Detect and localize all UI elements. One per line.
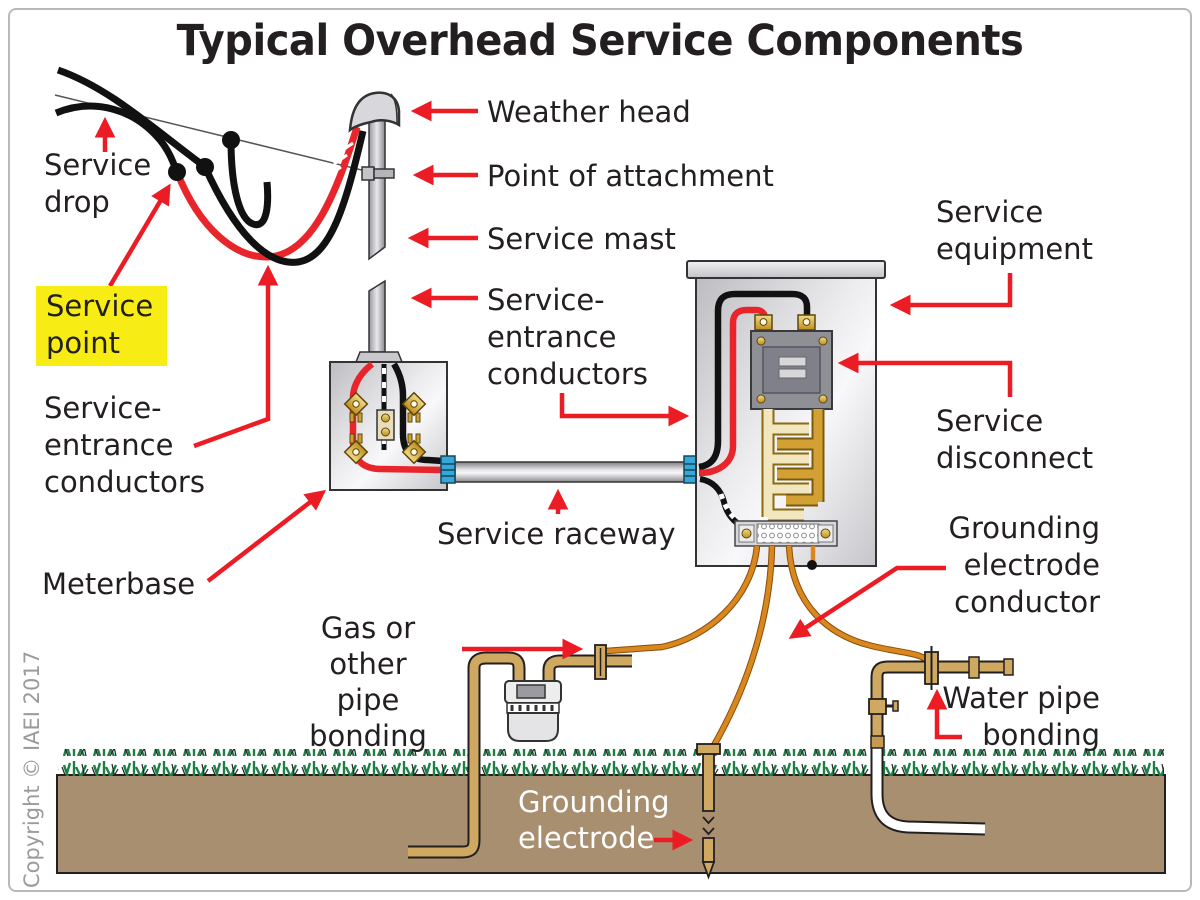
water-valve (868, 698, 887, 715)
copper-to-water-pipe (786, 545, 933, 666)
arrow-service-disconnect (837, 352, 1013, 397)
grounding-electrode-conductors (605, 545, 934, 749)
copyright-text: Copyright © IAEI 2017 (20, 650, 44, 888)
splice-dot (222, 131, 240, 149)
service-point-highlight: Service point (36, 286, 168, 366)
service-equipment-panel (686, 260, 886, 570)
mast-hub (354, 351, 404, 363)
meterbase-box (329, 361, 448, 491)
neutral-stripe-marks (327, 141, 354, 178)
label-service-drop: Service drop (44, 148, 152, 219)
valve-stem (892, 700, 899, 712)
screw (818, 336, 828, 346)
screw (756, 394, 766, 404)
service-raceway-conduit (440, 455, 699, 484)
neutral-drip-loop (227, 139, 272, 229)
screw (381, 413, 390, 423)
pipe-coupling (870, 735, 885, 749)
copper-to-gas-pipe (605, 545, 760, 654)
label-grounding-electrode: Grounding electrode (518, 785, 670, 855)
label-meterbase: Meterbase (42, 567, 196, 601)
disconnect-handle (778, 356, 807, 367)
rod-break-marks (702, 816, 715, 836)
label-service-raceway: Service raceway (437, 517, 676, 551)
utility-wire-2 (54, 102, 181, 174)
arrow-water-bonding (926, 688, 962, 740)
gas-meter-body (507, 712, 559, 742)
disconnect-handle (778, 368, 807, 379)
gas-pipe-assembly (408, 644, 632, 859)
arrow-service-point (108, 183, 171, 288)
label-service-disconnect: Service disconnect (936, 404, 1094, 475)
attachment-clamp (361, 166, 375, 181)
weather-head (348, 91, 401, 133)
service-drop-wires (54, 66, 387, 266)
label-water-bonding: Water pipe bonding (942, 681, 1100, 752)
gas-meter-display (516, 684, 546, 699)
mast-lower (368, 279, 386, 353)
grass (58, 749, 1164, 776)
arrow-service-equipment (889, 273, 1013, 316)
rod-clamp (696, 743, 721, 755)
label-point-of-attachment: Point of attachment (487, 159, 774, 193)
label-gec: Grounding electrode conductor (948, 511, 1100, 619)
splice-dot (196, 158, 214, 176)
panel-cap (686, 260, 886, 279)
callout-arrows (94, 100, 1013, 851)
rod-upper (702, 752, 715, 812)
water-pipe-white (872, 744, 986, 834)
busbars (761, 409, 825, 522)
label-service-equipment: Service equipment (936, 195, 1093, 266)
gas-pipe (408, 653, 632, 857)
arrow-meterbase (206, 489, 327, 583)
screw (820, 528, 831, 539)
service-mast (348, 91, 404, 363)
rod-tip (701, 861, 716, 880)
label-service-point: Service point (46, 289, 154, 360)
black-conductor (201, 130, 367, 266)
wire-end-dot (807, 560, 817, 570)
label-weather-head: Weather head (487, 95, 691, 129)
pipe-end (1003, 658, 1014, 676)
rod-lower (702, 837, 715, 863)
screw (381, 427, 390, 437)
arrow-se-conductors-left (193, 264, 279, 449)
utility-wire-1 (56, 66, 207, 169)
copper-to-ground-rod (711, 545, 775, 749)
panel-black-wire (698, 290, 811, 471)
arrow-gec (788, 565, 946, 639)
splice-dot (168, 163, 186, 181)
panel-red-wire (698, 306, 769, 477)
grounding-electrode-rod (696, 743, 721, 880)
label-service-mast: Service mast (487, 222, 676, 256)
label-se-conductors-center: Service- entrance conductors (487, 283, 648, 391)
screw (818, 394, 828, 404)
diagram-title: Typical Overhead Service Components (176, 16, 1024, 66)
arrow-se-conductors-panel (559, 393, 690, 427)
label-se-conductors-left: Service- entrance conductors (44, 391, 205, 499)
weather-head-edge (390, 93, 398, 124)
water-pipe-assembly (868, 646, 1014, 836)
attachment-band (373, 168, 395, 179)
screw (741, 528, 752, 539)
mast-upper (368, 117, 386, 261)
label-gas-bonding: Gas or other pipe bonding (309, 611, 427, 753)
water-pipe-tan (872, 662, 1009, 744)
pipe-union (968, 656, 980, 679)
screw (756, 336, 766, 346)
